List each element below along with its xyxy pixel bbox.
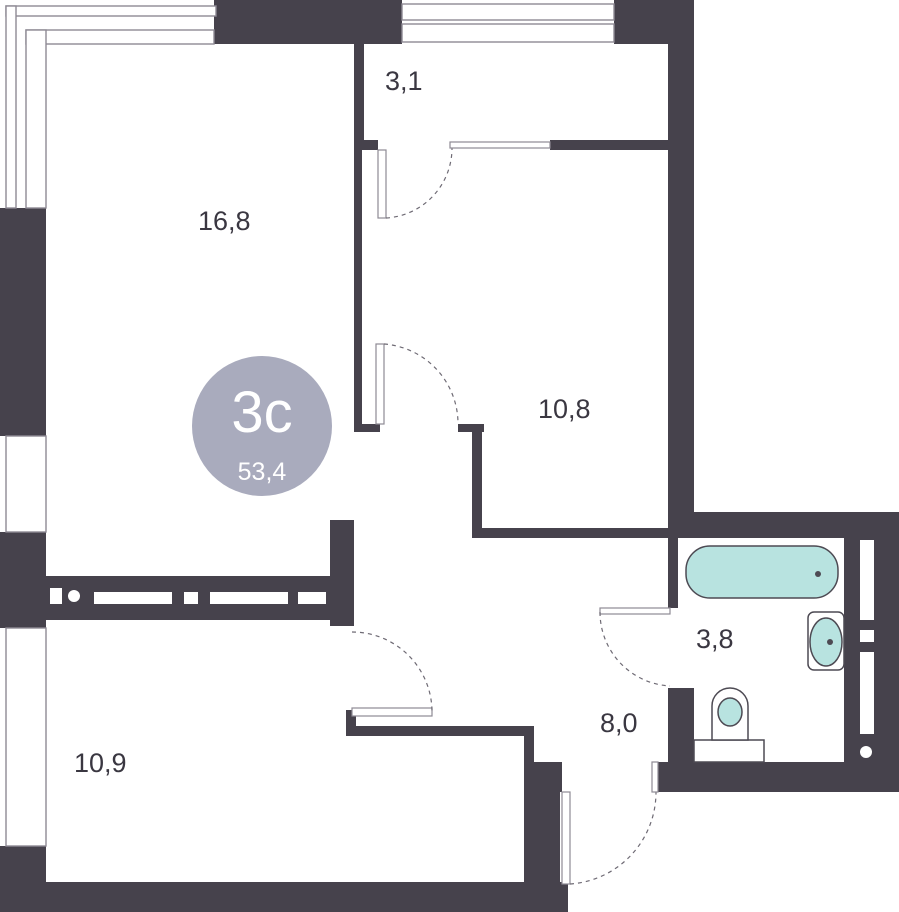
badge-type-label: 3с: [231, 380, 292, 445]
door-bedroom-leaf: [375, 343, 385, 425]
wall-kitchen-top: [346, 726, 532, 736]
wall-interior-vertical-2: [354, 144, 362, 430]
window-top-left-inner: [25, 29, 215, 45]
wall-kitchen-right: [524, 726, 534, 886]
bathtub: [685, 545, 839, 599]
wall-left-upper: [0, 208, 46, 436]
door-entry-arc: [569, 791, 657, 885]
room-hallway-area: 8,0: [600, 708, 638, 738]
wall-bedroom-vertical: [472, 424, 482, 534]
toilet-seat: [717, 697, 743, 727]
doors: [351, 141, 671, 885]
door-closet-frame: [449, 141, 551, 149]
opening-slot-4: [298, 592, 326, 604]
wall-top-middle: [214, 0, 402, 44]
toilet-tank: [693, 739, 765, 763]
wall-bathroom-bottom: [654, 762, 899, 792]
wall-left-bottom: [0, 846, 46, 912]
window-top-left-outer: [5, 5, 217, 17]
wall-bedroom-step: [458, 424, 484, 432]
opening-slot-1: [94, 592, 172, 604]
opening-square: [50, 588, 62, 604]
window-top-middle-inner: [401, 23, 615, 43]
window-top-middle-outer: [401, 3, 615, 21]
wall-interior-cap: [354, 424, 380, 432]
door-closet-arc: [385, 147, 453, 219]
bath-wall-slot-3: [860, 652, 874, 734]
windows: [5, 3, 615, 847]
window-left-top-outer: [5, 5, 17, 209]
wall-entry-stub: [548, 762, 562, 792]
room-labels: 16,8 3,1 10,8 3,8 8,0 10,9: [74, 66, 734, 778]
wall-interior-vertical: [354, 44, 364, 144]
door-kitchen-arc: [351, 631, 433, 713]
opening-slot-3: [210, 592, 288, 604]
room-bedroom-area: 10,8: [538, 394, 591, 424]
bathtub-drain: [815, 571, 821, 577]
window-left-top-inner: [25, 29, 47, 209]
badge-total-area: 53,4: [238, 458, 287, 486]
door-bedroom-arc: [383, 343, 459, 425]
window-left-middle: [5, 435, 47, 533]
wall-kitchen-top-stub: [346, 710, 356, 736]
bath-wall-slot-2: [860, 630, 874, 642]
door-entry-leaf: [561, 791, 571, 885]
room-bathroom-area: 3,8: [696, 624, 734, 654]
door-entry-frame: [651, 761, 659, 793]
opening-slot-2: [184, 592, 198, 604]
wall-closet-bottom: [550, 140, 668, 150]
apartment-badge: 3с 53,4: [192, 356, 332, 496]
badge-circle: [192, 356, 332, 496]
fixtures: [685, 545, 845, 763]
door-bathroom-arc: [599, 611, 671, 687]
wall-closet-bottom-left: [362, 140, 378, 150]
room-kitchen-area: 10,9: [74, 748, 127, 778]
wall-partition-stub: [330, 520, 354, 626]
wall-right-upper: [668, 0, 694, 528]
bath-wall-dot: [860, 746, 872, 758]
wall-bathroom-left: [668, 528, 678, 608]
bath-wall-slot-1: [860, 540, 874, 620]
sink-drain: [827, 639, 833, 645]
wall-bathroom-left-lower: [668, 688, 694, 768]
wall-bottom: [0, 882, 568, 912]
door-closet-leaf: [377, 149, 387, 219]
partition-openings: [50, 540, 874, 758]
room-closet-area: 3,1: [385, 66, 423, 96]
partition-dot: [68, 590, 80, 602]
door-bathroom-frame: [599, 607, 671, 615]
window-left-bottom: [5, 627, 47, 847]
door-kitchen-leaf: [351, 707, 433, 717]
room-living-area: 16,8: [198, 206, 251, 236]
wall-bedroom-bottom: [472, 528, 670, 538]
wall-left-middle: [0, 532, 46, 628]
sink-basin: [809, 617, 843, 667]
